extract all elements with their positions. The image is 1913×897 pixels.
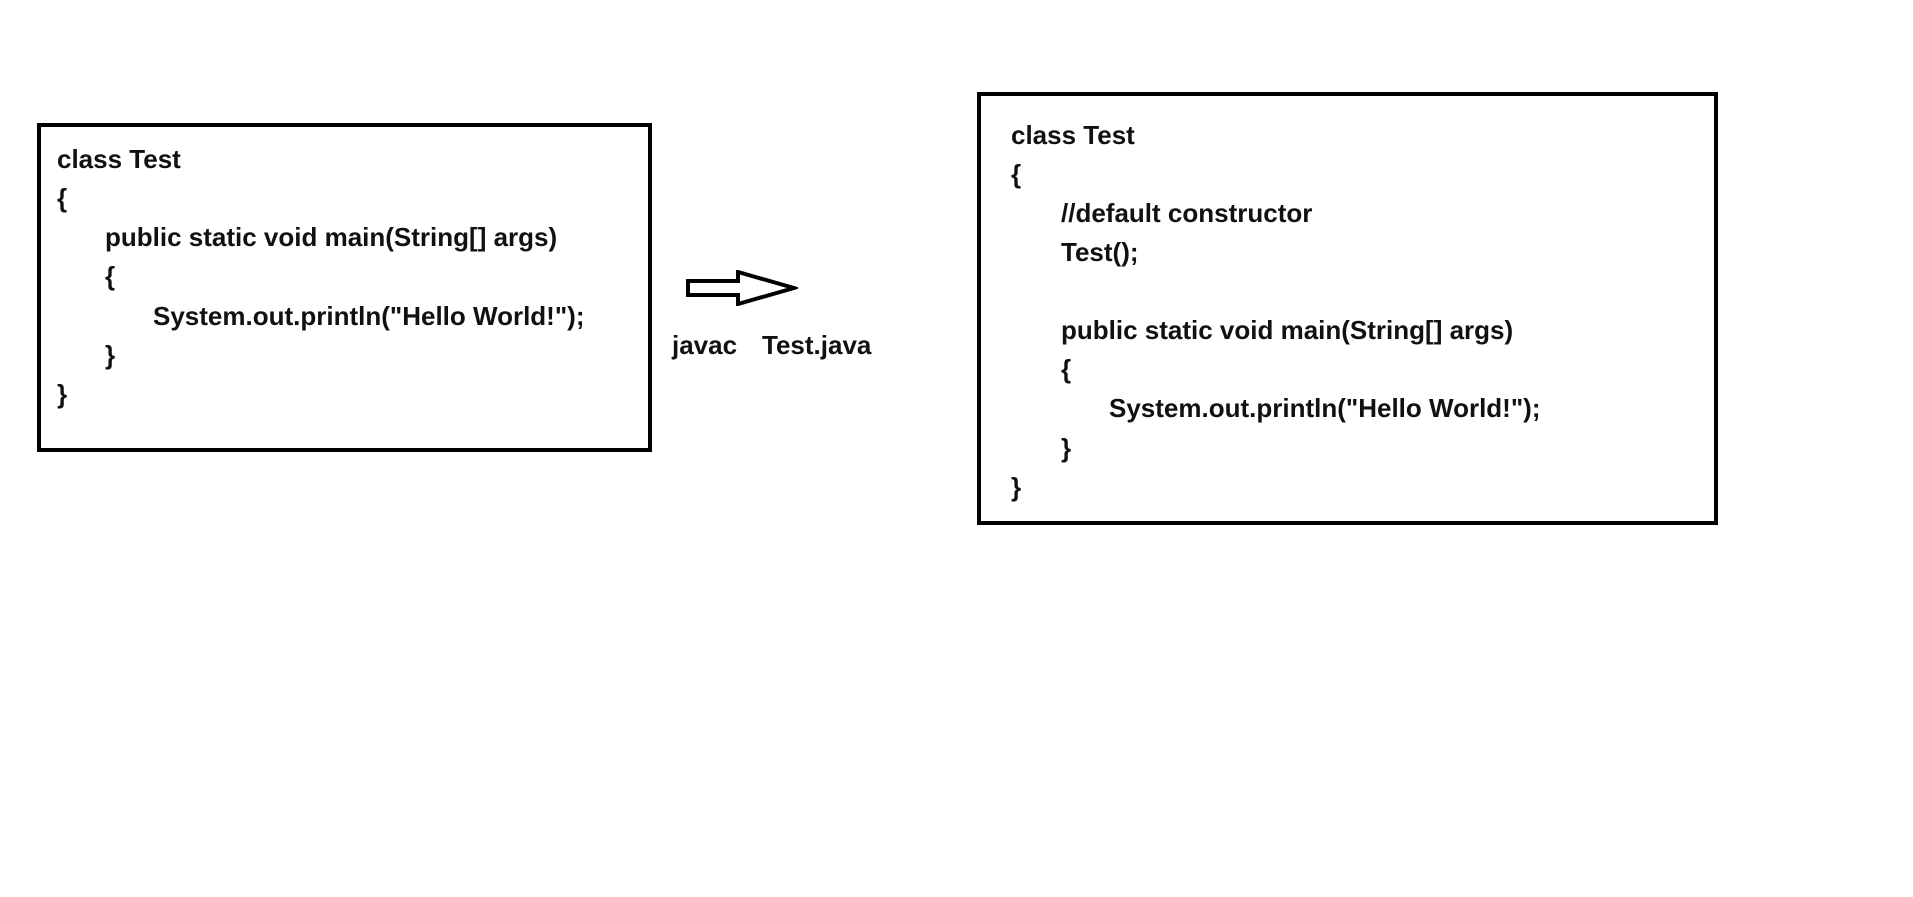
- compiled-code-line: {: [1011, 159, 1022, 189]
- compiled-code-line: }: [1011, 472, 1022, 502]
- compiled-code-line: class Test: [1011, 120, 1135, 150]
- source-code-line: }: [57, 379, 68, 409]
- source-code-line: {: [57, 183, 68, 213]
- compiled-code-line: Test();: [1061, 237, 1139, 267]
- right-arrow-icon: [686, 270, 798, 306]
- compile-command-label: javac: [672, 330, 738, 360]
- source-code-line: }: [105, 340, 116, 370]
- compiled-code-line: {: [1061, 354, 1072, 384]
- compiled-code-box: class Test { //default constructor Test(…: [977, 92, 1718, 525]
- source-code-line: {: [105, 261, 116, 291]
- source-code-box: class Test { public static void main(Str…: [37, 123, 652, 452]
- source-code-line: public static void main(String[] args): [105, 222, 558, 252]
- source-code-line: class Test: [57, 144, 181, 174]
- compiled-code-line: System.out.println("Hello World!");: [1109, 393, 1541, 423]
- compiled-code-line: public static void main(String[] args): [1061, 315, 1514, 345]
- source-code-line: System.out.println("Hello World!");: [153, 301, 585, 331]
- compile-file-label: Test.java: [762, 330, 872, 360]
- compiled-code-line: }: [1061, 433, 1072, 463]
- compiled-code-comment: //default constructor: [1061, 198, 1313, 228]
